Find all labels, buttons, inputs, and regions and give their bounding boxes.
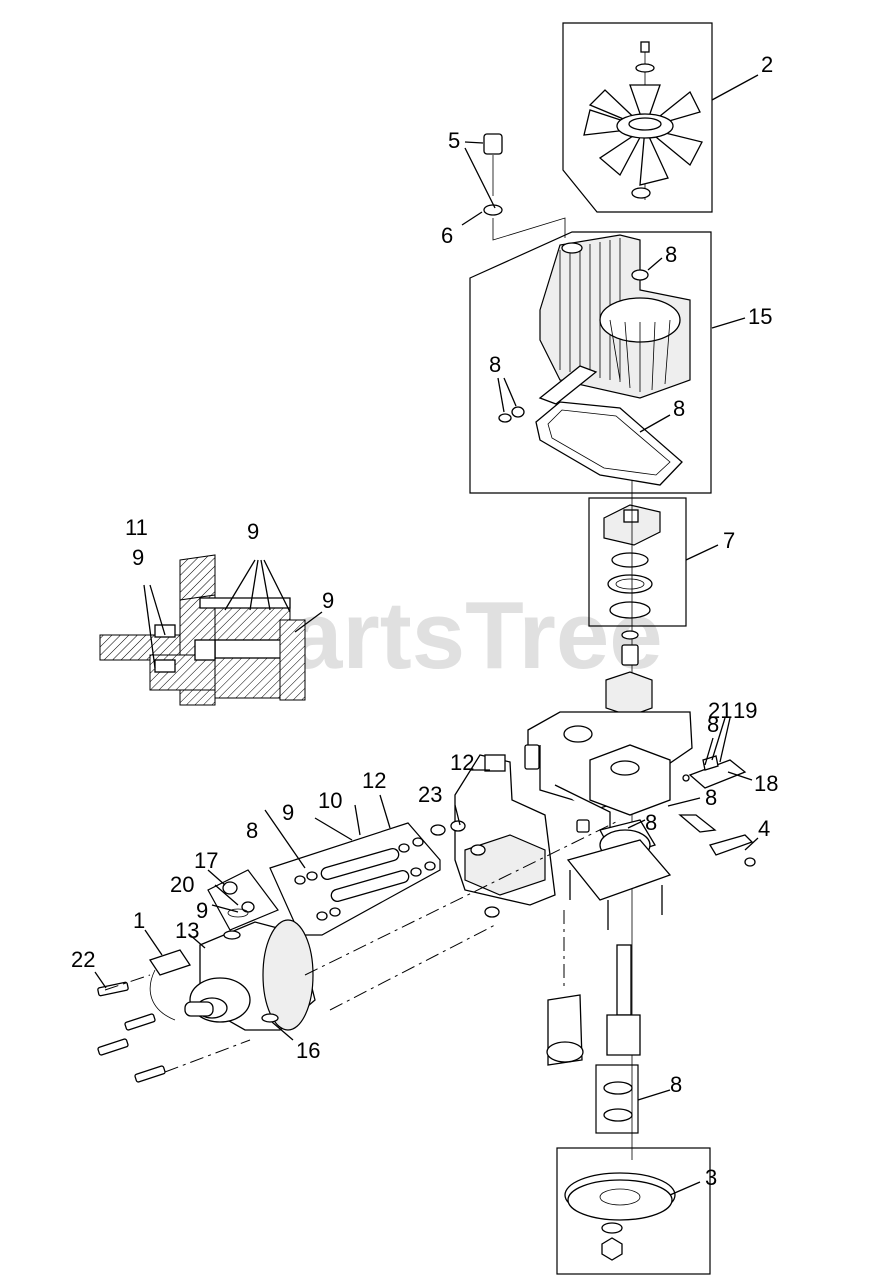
callout-12-a: 12 — [362, 768, 386, 793]
callout-11: 11 — [125, 515, 148, 540]
output-shaft-group — [546, 910, 641, 1134]
callout-10: 10 — [318, 788, 342, 813]
callout-18: 18 — [754, 771, 778, 796]
callout-23: 23 — [418, 782, 442, 807]
callout-9-left: 9 — [196, 898, 208, 923]
callout-19: 19 — [733, 698, 757, 723]
callout-8-gasket: 8 — [673, 396, 685, 421]
bolt-set — [97, 981, 166, 1083]
callout-8-left: 8 — [246, 818, 258, 843]
callout-8-top: 8 — [665, 242, 677, 267]
callout-5: 5 — [448, 128, 460, 153]
callout-1: 1 — [133, 908, 145, 933]
callout-2: 2 — [761, 52, 773, 77]
callout-labels: 1 2 3 4 5 6 7 8 8 8 8 8 8 8 8 9 9 9 9 9 … — [71, 52, 778, 1190]
callout-3: 3 — [705, 1165, 717, 1190]
fan-blades — [583, 84, 703, 186]
fan-assembly — [562, 22, 713, 213]
callout-7: 7 — [723, 528, 735, 553]
callout-6: 6 — [441, 223, 453, 248]
callout-16: 16 — [296, 1038, 320, 1063]
check-valve-group — [207, 869, 279, 931]
leader-lines — [94, 74, 759, 1196]
callout-8-right-c: 8 — [645, 810, 657, 835]
pulley-group-outline — [556, 1147, 711, 1275]
fan-group-outline — [562, 22, 713, 213]
bearing-stack — [588, 497, 687, 627]
callout-21: 21 — [708, 698, 732, 723]
pulley-assembly — [556, 1147, 711, 1275]
callout-20: 20 — [170, 872, 194, 897]
bearing-group-outline — [588, 497, 687, 627]
cover-group-outline — [469, 231, 712, 494]
callout-22: 22 — [71, 947, 95, 972]
cross-section-view — [99, 554, 306, 706]
callout-8-cover: 8 — [489, 352, 501, 377]
valve-group-outline — [207, 869, 279, 931]
lower-bearing-outline — [595, 1064, 639, 1134]
callout-9-inset-b: 9 — [247, 519, 259, 544]
callout-8-right-a: 8 — [707, 712, 719, 737]
callout-9-inset-a: 9 — [132, 545, 144, 570]
control-linkage — [678, 755, 756, 867]
callout-8-bottom: 8 — [670, 1072, 682, 1097]
callout-15: 15 — [748, 304, 772, 329]
callout-9-inset-c: 9 — [322, 588, 334, 613]
breather-parts — [483, 133, 566, 241]
housing-cover — [469, 231, 712, 494]
center-section — [524, 630, 693, 930]
callout-17: 17 — [194, 848, 218, 873]
motor-housing — [148, 919, 316, 1031]
callout-13: 13 — [175, 918, 199, 943]
callout-12-b: 12 — [450, 750, 474, 775]
callout-4: 4 — [758, 816, 770, 841]
callout-8-right-b: 8 — [705, 785, 717, 810]
tube-set — [269, 822, 441, 936]
middle-housing — [430, 754, 556, 918]
callout-9-tube: 9 — [282, 800, 294, 825]
